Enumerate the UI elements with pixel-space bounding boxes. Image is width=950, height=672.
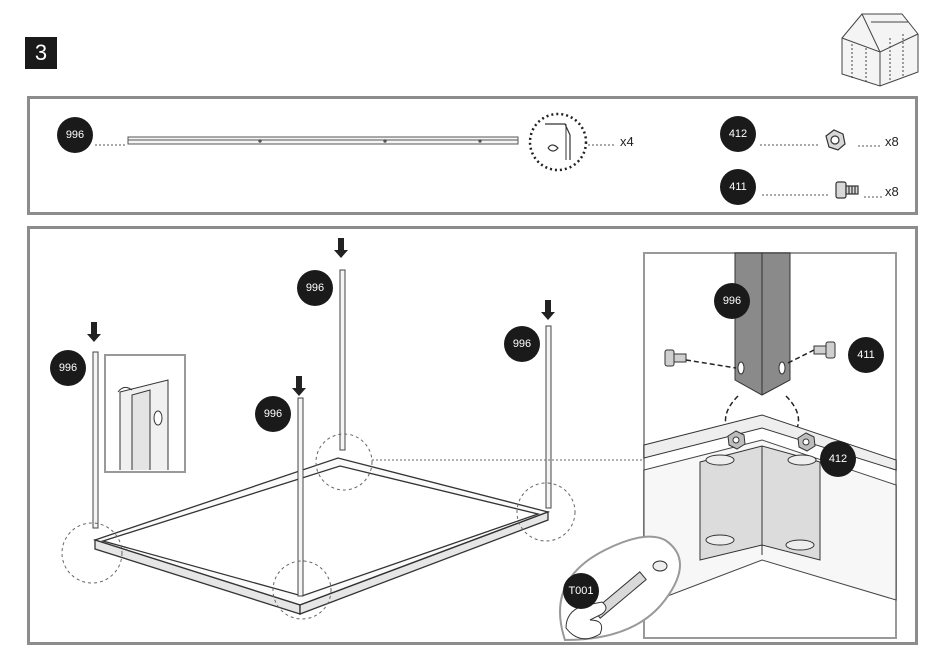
post-detail-inset (105, 355, 185, 472)
detail-nut-badge: 412 (820, 441, 856, 477)
detail-profile-badge: 996 (714, 283, 750, 319)
post-code-badge: 996 (504, 326, 540, 362)
detail-bolt-badge: 411 (848, 337, 884, 373)
post-code-badge: 996 (297, 270, 333, 306)
post-code-badge: 996 (50, 350, 86, 386)
corner-detail-panel (644, 253, 896, 638)
base-frame (95, 458, 548, 614)
tool-code-badge: T001 (563, 573, 599, 609)
post-code-badge: 996 (255, 396, 291, 432)
